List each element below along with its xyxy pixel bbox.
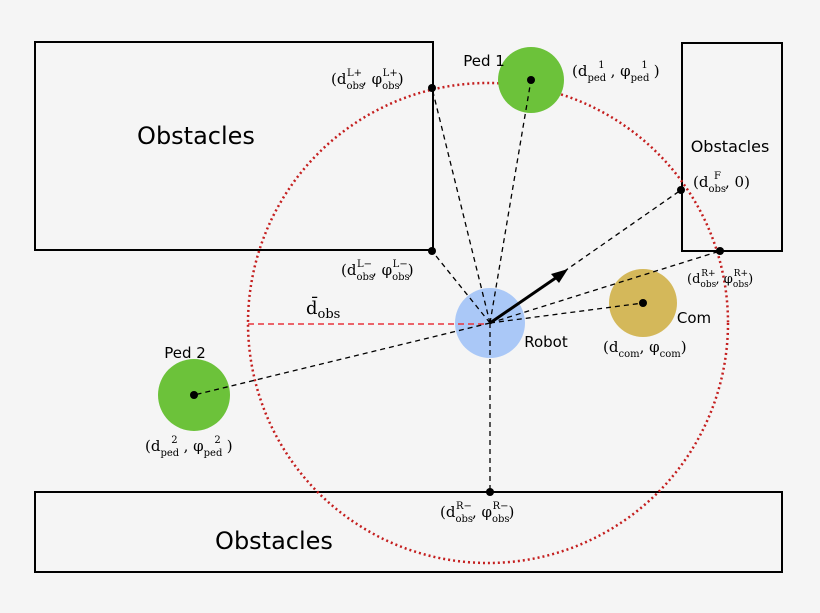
obstacle-right-label: Obstacles <box>691 137 770 156</box>
heading-arrow-shaft <box>489 273 561 325</box>
line-to-ped1 <box>489 79 532 324</box>
label-com: (dcom, φcom) <box>603 338 687 360</box>
point-com <box>639 299 647 307</box>
robot-label: Robot <box>524 333 568 351</box>
point-L-plus <box>428 84 436 92</box>
label-L-plus: (dobsL+, φobsL+) <box>331 68 404 92</box>
label-R-plus: (dobsR+, φobsR+) <box>687 269 753 290</box>
ped1-label: Ped 1 <box>463 52 505 70</box>
line-to-L-plus <box>431 87 491 324</box>
label-d-bar: d̄obs <box>306 295 340 322</box>
line-to-com <box>489 302 644 324</box>
ped2-label: Ped 2 <box>164 344 206 362</box>
com-label: Com <box>677 309 711 327</box>
obstacle-left-label: Obstacles <box>137 122 255 150</box>
point-R-minus <box>486 488 494 496</box>
label-ped2: (dped2, φped2) <box>145 435 233 459</box>
sensing-range-circle <box>246 81 730 565</box>
heading-arrow-head <box>551 269 568 283</box>
label-R-minus: (dobsR−, φobsR−) <box>440 501 514 525</box>
label-L-minus: (dobsL−, φobsL−) <box>341 259 414 283</box>
label-ped1: (dped1, φped1) <box>572 60 660 84</box>
obstacle-bottom <box>34 491 783 573</box>
line-to-R-plus <box>489 250 721 324</box>
point-ped2 <box>190 391 198 399</box>
line-to-ped2 <box>193 322 491 396</box>
line-to-L-minus <box>431 250 491 324</box>
obstacle-left <box>34 41 434 251</box>
obstacle-right <box>681 42 783 252</box>
label-F: (dobsF, 0) <box>693 171 750 195</box>
point-L-minus <box>428 247 436 255</box>
point-ped1 <box>527 76 535 84</box>
point-F <box>677 186 685 194</box>
obstacle-bottom-label: Obstacles <box>215 527 333 555</box>
measurement-points <box>190 76 724 496</box>
point-R-plus <box>716 247 724 255</box>
